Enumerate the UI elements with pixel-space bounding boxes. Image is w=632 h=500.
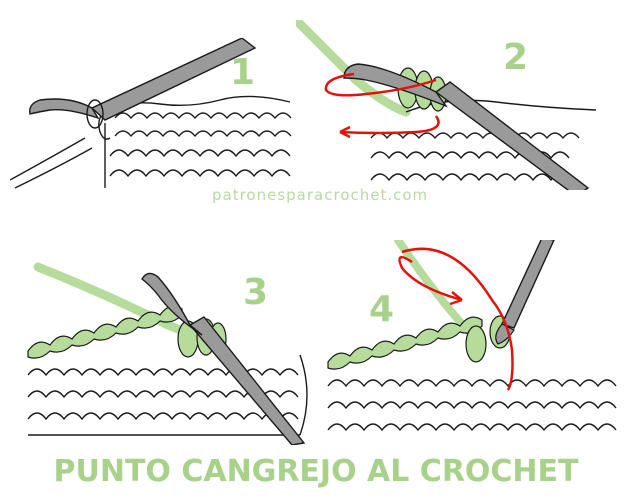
step-3-panel: [18, 255, 318, 445]
crochet-hook-icon: [141, 272, 306, 445]
step-1-illustration: [10, 38, 292, 189]
step-2-panel: [296, 20, 596, 190]
red-arrow-icon: [324, 72, 440, 139]
red-arrow-icon: [398, 247, 514, 391]
step-2-number: 2: [503, 37, 529, 78]
page-title: PUNTO CANGREJO AL CROCHET: [53, 454, 579, 489]
crochet-hook-icon: [343, 63, 590, 190]
step-4-panel: [322, 240, 620, 445]
watermark: patronesparacrochet.com: [212, 186, 429, 204]
step-2-illustration: [296, 20, 596, 190]
step-1-number: 1: [230, 52, 256, 93]
yarn-strand-icon: [296, 20, 411, 117]
step-4-number: 4: [369, 289, 395, 330]
crochet-hook-icon: [495, 240, 555, 345]
step-1-panel: [10, 38, 300, 190]
step-4-illustration: [327, 240, 617, 432]
step-3-illustration: [27, 262, 308, 445]
step-3-number: 3: [243, 272, 269, 313]
crochet-hook-icon: [29, 38, 257, 129]
